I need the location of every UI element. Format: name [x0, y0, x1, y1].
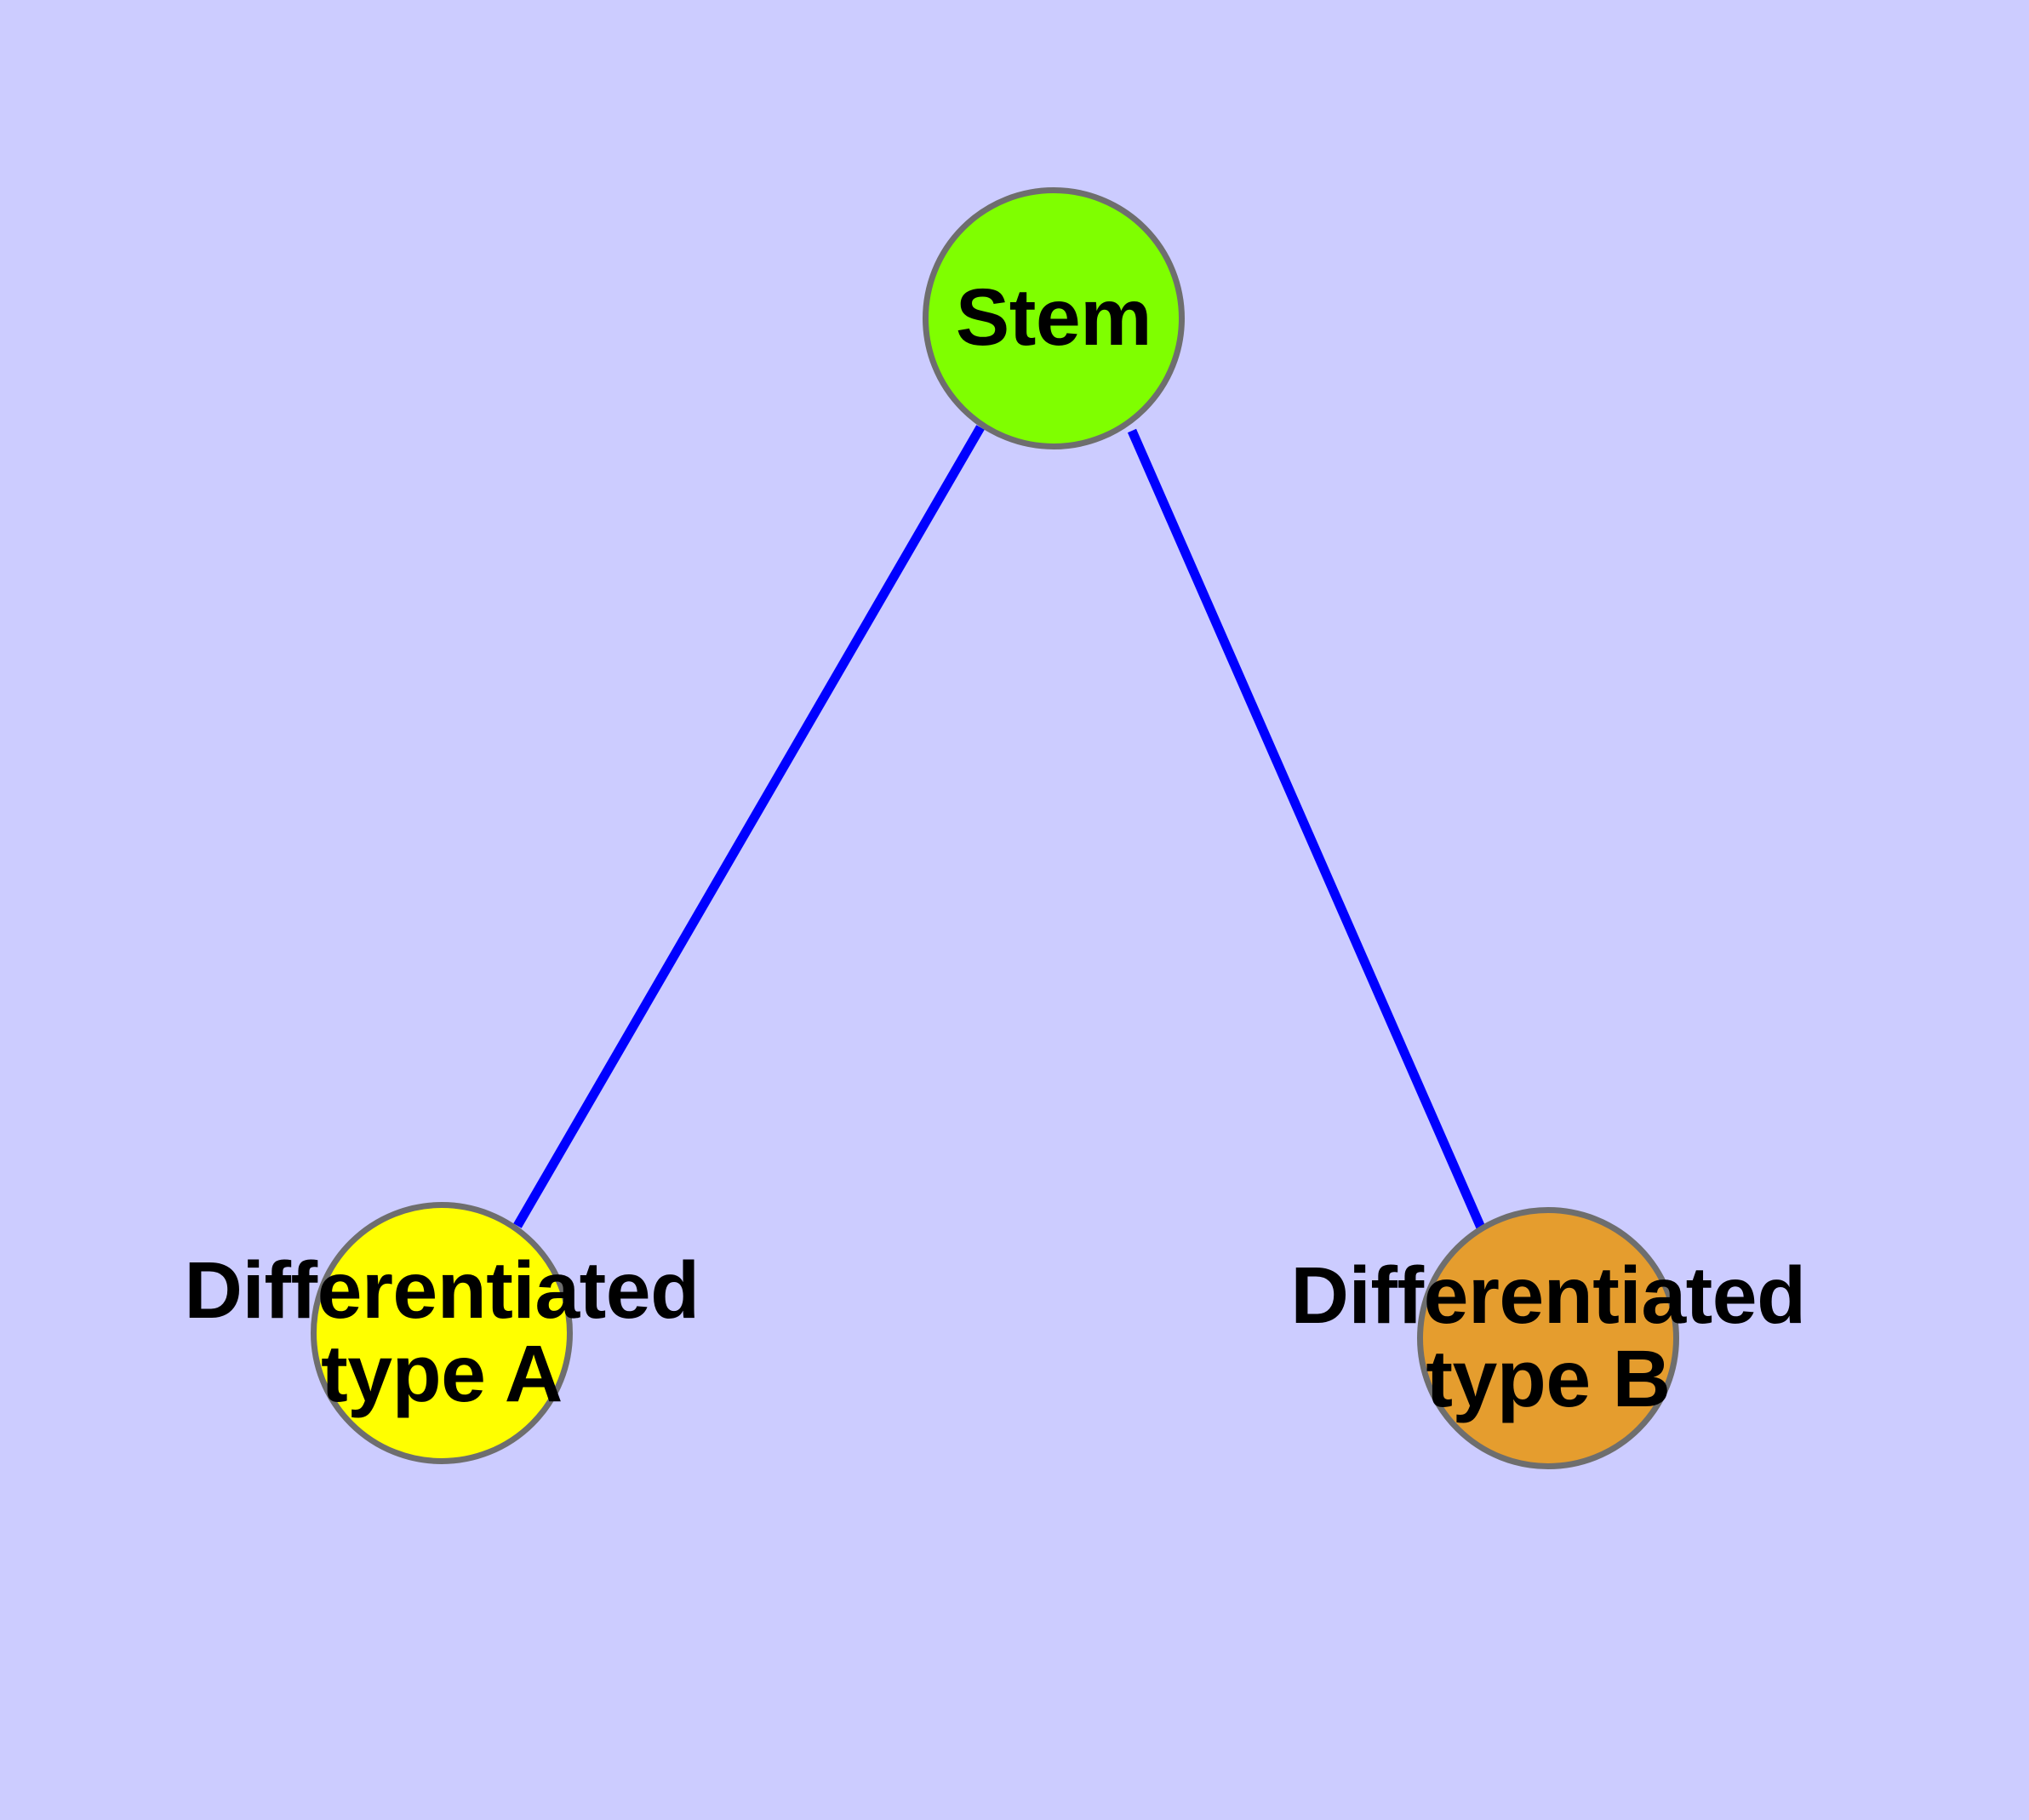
node-differentiated-type-a[interactable] — [311, 1202, 573, 1464]
edge-stem-to-diff-a — [513, 425, 985, 1228]
node-stem[interactable] — [923, 187, 1185, 449]
edge-stem-to-diff-b — [1127, 428, 1486, 1230]
node-differentiated-type-b[interactable] — [1417, 1207, 1679, 1469]
